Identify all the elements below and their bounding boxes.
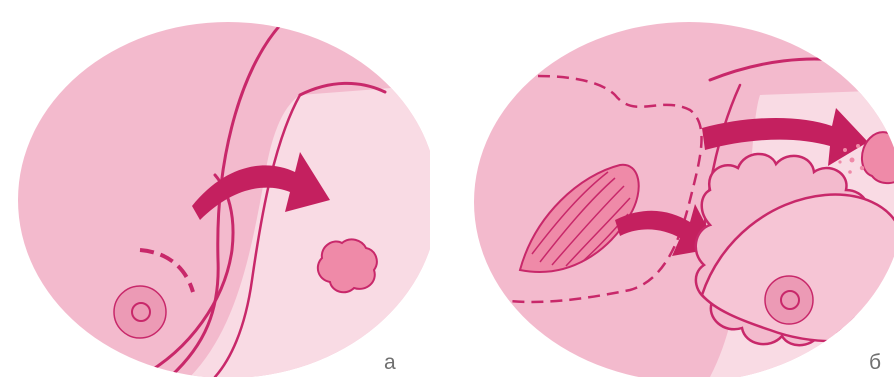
panel-a bbox=[0, 0, 430, 377]
panel-a-nipple bbox=[114, 286, 166, 338]
panel-b-drawing bbox=[440, 0, 894, 377]
panel-b bbox=[440, 0, 894, 377]
panel-a-caption: а bbox=[384, 352, 396, 373]
panel-b-caption: б bbox=[869, 352, 881, 373]
panel-a-drawing bbox=[0, 0, 430, 377]
panel-b-nipple bbox=[765, 276, 813, 324]
